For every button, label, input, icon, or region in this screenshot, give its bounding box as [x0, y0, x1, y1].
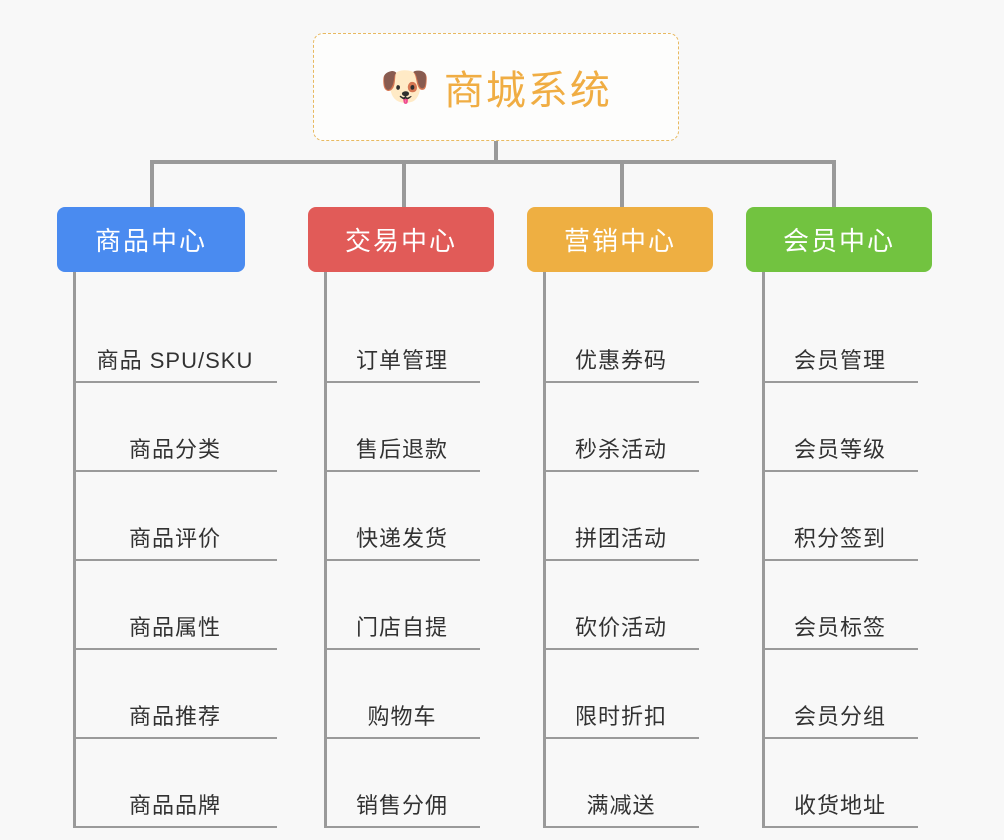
root-title: 商城系统 [443, 69, 612, 113]
leaf-item-label: 拼团活动 [574, 526, 667, 551]
leaf-item-label: 订单管理 [355, 348, 448, 373]
category-bus-connector [150, 160, 834, 164]
category-box-1[interactable]: 商品中心 [57, 207, 245, 272]
leaf-item-label: 商品 SPU/SKU [96, 348, 254, 373]
leaf-item[interactable]: 商品推荐 [73, 651, 277, 739]
leaf-item-label: 积分签到 [793, 526, 886, 551]
leaf-item[interactable]: 会员分组 [762, 651, 918, 739]
leaf-item[interactable]: 优惠券码 [543, 295, 699, 383]
leaf-item[interactable]: 销售分佣 [324, 740, 480, 828]
leaf-item[interactable]: 秒杀活动 [543, 384, 699, 472]
leaf-item-label: 秒杀活动 [574, 437, 667, 462]
branch-drop-connector [402, 160, 406, 208]
branch-drop-connector [832, 160, 836, 208]
leaf-item[interactable]: 售后退款 [324, 384, 480, 472]
leaf-item-label: 会员分组 [793, 704, 886, 729]
leaf-item-label: 收货地址 [793, 793, 886, 818]
leaf-item-label: 会员管理 [793, 348, 886, 373]
leaf-item[interactable]: 快递发货 [324, 473, 480, 561]
leaf-item[interactable]: 会员管理 [762, 295, 918, 383]
leaf-item[interactable]: 砍价活动 [543, 562, 699, 650]
dog-face-icon: 🐶 [380, 65, 430, 109]
root-stem-connector [494, 141, 498, 163]
leaf-item-label: 售后退款 [355, 437, 448, 462]
branch-drop-connector [150, 160, 154, 208]
branch-drop-connector [620, 160, 624, 208]
leaf-item[interactable]: 会员标签 [762, 562, 918, 650]
leaf-item-label: 门店自提 [355, 615, 448, 640]
leaf-item-label: 商品分类 [128, 437, 221, 462]
leaf-item-label: 销售分佣 [355, 793, 448, 818]
leaf-item-label: 砍价活动 [574, 615, 667, 640]
category-label: 交易中心 [344, 226, 457, 256]
leaf-item[interactable]: 会员等级 [762, 384, 918, 472]
leaf-item-label: 商品评价 [128, 526, 221, 551]
leaf-item-label: 会员标签 [793, 615, 886, 640]
leaf-item[interactable]: 积分签到 [762, 473, 918, 561]
category-label: 会员中心 [782, 226, 895, 256]
leaf-item[interactable]: 门店自提 [324, 562, 480, 650]
leaf-item[interactable]: 购物车 [324, 651, 480, 739]
category-trunk-connector [73, 272, 76, 828]
leaf-item-label: 满减送 [586, 793, 656, 818]
category-box-2[interactable]: 交易中心 [308, 207, 494, 272]
leaf-item[interactable]: 商品 SPU/SKU [73, 295, 277, 383]
category-trunk-connector [762, 272, 765, 828]
category-label: 营销中心 [563, 226, 676, 256]
leaf-item-label: 商品品牌 [128, 793, 221, 818]
leaf-item[interactable]: 商品分类 [73, 384, 277, 472]
root-node[interactable]: 🐶 商城系统 [313, 33, 679, 141]
leaf-item-label: 商品属性 [128, 615, 221, 640]
leaf-item[interactable]: 限时折扣 [543, 651, 699, 739]
leaf-item[interactable]: 商品属性 [73, 562, 277, 650]
leaf-item[interactable]: 订单管理 [324, 295, 480, 383]
category-box-3[interactable]: 营销中心 [527, 207, 713, 272]
leaf-item[interactable]: 收货地址 [762, 740, 918, 828]
leaf-item-label: 购物车 [367, 704, 437, 729]
leaf-item[interactable]: 商品品牌 [73, 740, 277, 828]
leaf-item[interactable]: 拼团活动 [543, 473, 699, 561]
category-box-4[interactable]: 会员中心 [746, 207, 932, 272]
category-label: 商品中心 [94, 226, 207, 256]
category-trunk-connector [543, 272, 546, 828]
leaf-item-label: 快递发货 [355, 526, 448, 551]
leaf-item-label: 优惠券码 [574, 348, 667, 373]
leaf-item[interactable]: 满减送 [543, 740, 699, 828]
leaf-item-label: 会员等级 [793, 437, 886, 462]
leaf-item-label: 商品推荐 [128, 704, 221, 729]
leaf-item-label: 限时折扣 [574, 704, 667, 729]
category-trunk-connector [324, 272, 327, 828]
leaf-item[interactable]: 商品评价 [73, 473, 277, 561]
